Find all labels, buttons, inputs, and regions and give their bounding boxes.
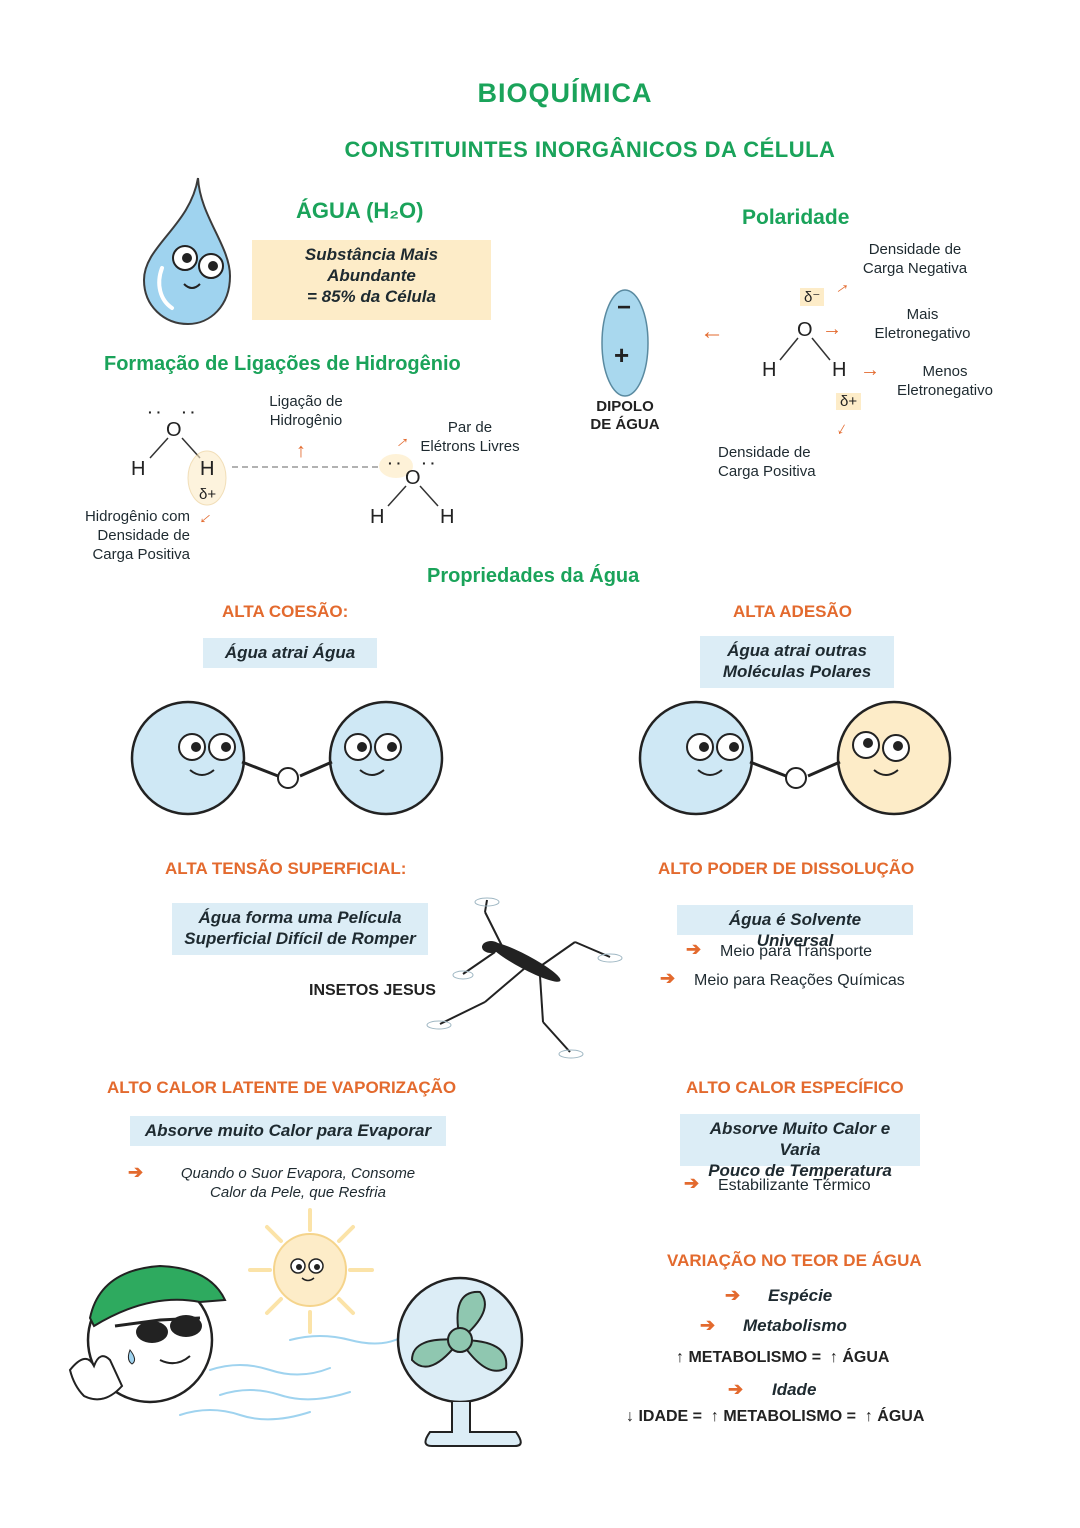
page-title: BIOQUÍMICA [477, 78, 653, 108]
lig-atom-o-1: O [166, 419, 182, 441]
lig-h-highlight [187, 450, 227, 506]
water-drop-illustration [142, 177, 232, 326]
especifico-item-1: Estabilizante Térmico [718, 1177, 871, 1194]
lig-atom-h-2a: H [370, 506, 385, 528]
polaridade-heading: Polaridade [742, 206, 850, 229]
propriedades-heading: Propriedades da Água [427, 565, 640, 587]
dissolucao-arrow-2-icon: ➔ [660, 968, 676, 988]
dissolucao-item-1: Meio para Transporte [720, 943, 873, 960]
dissolucao-arrow-1-icon: ➔ [686, 939, 702, 959]
hydrogen-bond-dashed-line [232, 466, 382, 468]
dissolucao-item-2: Meio para Reações Químicas [694, 972, 905, 989]
dipole-arrow-icon: ← [700, 318, 724, 345]
polar-atom-o: O [797, 319, 813, 341]
lig-atom-h-1b-overlay: H [200, 458, 215, 480]
variacao-arrow-1-icon: ➔ [725, 1285, 741, 1305]
dipole-plus: + [614, 340, 630, 370]
agua-heading: ÁGUA (H₂O) [296, 198, 424, 223]
insetos-label: INSETOS JESUS [309, 982, 436, 999]
lig-lone-pair-1: · · [148, 404, 162, 420]
tensao-box: Água forma uma Película Superficial Difí… [172, 903, 428, 955]
arrow-less-eneg-icon: → [860, 359, 880, 381]
label-neg-density: Densidade de Carga Negativa [862, 241, 968, 277]
label-less-eneg: Menos Eletronegativo [897, 363, 993, 399]
vaporizacao-box: Absorve muito Calor para Evaporar [130, 1116, 446, 1146]
sweat-fan-illustration [68, 1208, 524, 1447]
lig-delta-plus: δ+ [199, 486, 217, 503]
variacao-eq-1: ↑ METABOLISMO = ↑ ÁGUA [676, 1349, 890, 1366]
especifico-box: Absorve Muito Calor e Varia Pouco de Tem… [680, 1114, 920, 1180]
vaporizacao-arrow-icon: ➔ [128, 1162, 144, 1182]
arrow-more-eneg-icon: → [822, 318, 842, 340]
polar-bonds [779, 337, 831, 361]
lig-bonds-2 [387, 485, 439, 507]
adesao-title: ALTA ADESÃO [733, 602, 852, 621]
especifico-title: ALTO CALOR ESPECÍFICO [686, 1078, 904, 1097]
coesao-box: Água atrai Água [203, 638, 377, 668]
page-subtitle: CONSTITUINTES INORGÂNICOS DA CÉLULA [344, 137, 836, 162]
lig-lone-pair-2: · · [182, 404, 196, 420]
dipole-oval [601, 289, 649, 397]
ligacoes-heading: Formação de Ligações de Hidrogênio [104, 353, 461, 375]
lig-arrow-hydrogen-icon: → [193, 507, 221, 535]
vaporizacao-note: Quando o Suor Evapora, Consome Calor da … [180, 1165, 416, 1201]
variacao-arrow-2-icon: ➔ [700, 1315, 716, 1335]
variacao-arrow-3-icon: ➔ [728, 1379, 744, 1399]
lig-label-hydrogen: Hidrogênio com Densidade de Carga Positi… [84, 508, 190, 563]
polar-delta-plus: δ+ [836, 393, 862, 410]
coesao-illustration [130, 700, 444, 816]
variacao-eq-2: ↓ IDADE = ↑ METABOLISMO = ↑ ÁGUA [626, 1408, 925, 1425]
coesao-title: ALTA COESÃO: [222, 602, 349, 621]
lig-atom-h-2b: H [440, 506, 455, 528]
agua-info-box: Substância Mais Abundante = 85% da Célul… [252, 240, 491, 320]
especifico-arrow-icon: ➔ [684, 1173, 700, 1193]
vaporizacao-title: ALTO CALOR LATENTE DE VAPORIZAÇÃO [107, 1078, 457, 1097]
dissolucao-title: ALTO PODER DE DISSOLUÇÃO [658, 859, 915, 878]
variacao-item-metabolismo: Metabolismo [743, 1316, 847, 1335]
label-pos-density: Densidade de Carga Positiva [718, 444, 816, 480]
polar-atom-h-left: H [762, 359, 777, 381]
adesao-box: Água atrai outras Moléculas Polares [700, 636, 894, 688]
variacao-item-especie: Espécie [768, 1286, 833, 1305]
polar-delta-minus: δ⁻ [800, 288, 825, 306]
tensao-title: ALTA TENSÃO SUPERFICIAL: [165, 859, 407, 878]
arrow-pos-density-icon: → [831, 417, 858, 444]
lig-lone-pair-highlight [379, 454, 413, 478]
lig-atom-h-1a: H [131, 458, 146, 480]
dipole-minus: − [617, 294, 632, 321]
variacao-item-idade: Idade [772, 1380, 817, 1399]
lig-lone-pair-4: · · [422, 455, 436, 471]
lig-label-pair: Par de Elétrons Livres [420, 419, 520, 455]
lig-atom-o-2: O [405, 467, 421, 489]
lig-arrow-bond-icon: ↑ [296, 440, 306, 462]
variacao-title: VARIAÇÃO NO TEOR DE ÁGUA [667, 1251, 922, 1270]
lig-label-bond: Ligação de Hidrogênio [269, 393, 343, 429]
lig-lone-pair-3: · · [388, 455, 402, 471]
dissolucao-box: Água é Solvente Universal [677, 905, 913, 950]
adesao-illustration [638, 700, 952, 816]
label-more-eneg: Mais Eletronegativo [874, 306, 971, 342]
water-strider-illustration [426, 897, 623, 1059]
polar-atom-h-right: H [832, 359, 847, 381]
dipole-label: DIPOLO DE ÁGUA [590, 398, 660, 433]
